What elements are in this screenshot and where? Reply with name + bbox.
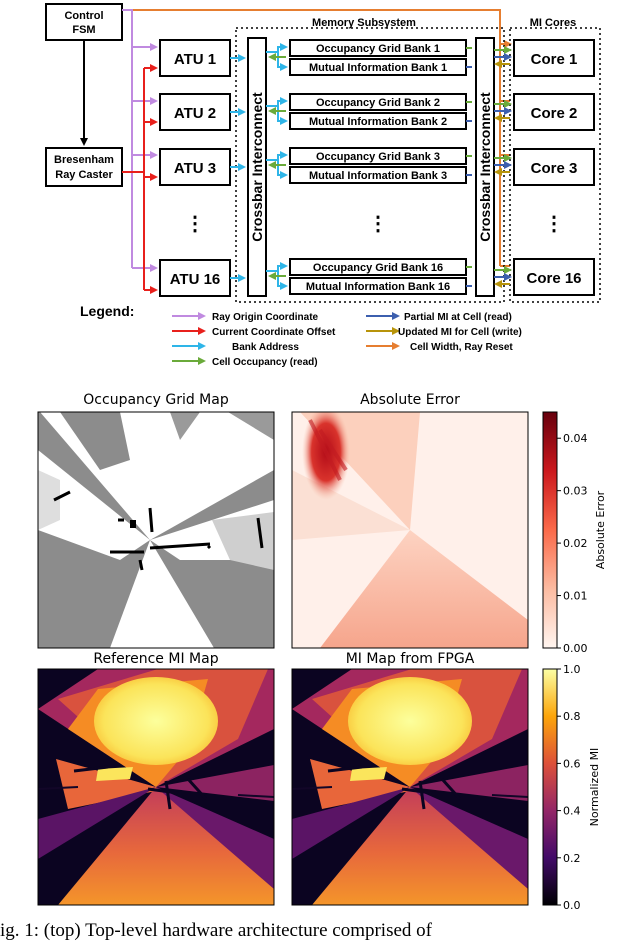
core-2-block	[513, 93, 595, 131]
bank-ellipsis: ⋮	[368, 213, 388, 235]
architecture-diagram: Memory Subsystem MI Cores Control FSM Br…	[45, 3, 601, 368]
atu-2-block	[159, 93, 231, 131]
fpga-mi-image	[292, 669, 528, 905]
legend-partial-mi: Partial MI at Cell (read)	[404, 312, 512, 323]
ray-caster-label-2: Ray Caster	[55, 169, 113, 181]
right-crossbar-label: Crossbar Interconnect	[477, 92, 493, 242]
occupancy-bank-1-label: Occupancy Grid Bank 1	[316, 43, 440, 55]
fpga-mi-panel-title: MI Map from FPGA	[346, 651, 475, 667]
mi-bank-16-label: Mutual Information Bank 16	[306, 281, 450, 293]
mi-bank-3-label: Mutual Information Bank 3	[309, 170, 447, 182]
crossbar-bank-arrows	[266, 43, 288, 290]
fpga-mi-panel-frame	[291, 668, 529, 906]
core-2-label: Core 2	[531, 105, 578, 122]
atu-3-block	[159, 148, 231, 186]
mi-colorbar-tick-label: 0.8	[563, 710, 581, 723]
core-3-label: Core 3	[531, 160, 578, 177]
occupancy-panel-title: Occupancy Grid Map	[83, 392, 229, 408]
coordinate-offset-bus	[122, 64, 158, 294]
mi-colorbar-tick-label: 0.4	[563, 805, 581, 818]
ref-mi-panel-title: Reference MI Map	[93, 651, 218, 667]
legend-title: Legend:	[80, 303, 134, 319]
abs-error-colorbar-tick-label: 0.04	[563, 432, 588, 445]
core-3-block	[513, 148, 595, 186]
mi-bank-2-label: Mutual Information Bank 2	[309, 116, 447, 128]
legend-bank-address: Bank Address	[232, 342, 299, 353]
mi-colorbar-label: Normalized MI	[588, 748, 601, 827]
left-crossbar-label: Crossbar Interconnect	[249, 92, 265, 242]
crossbar-core-arrows	[494, 46, 512, 288]
mi-colorbar-tick-label: 0.6	[563, 757, 581, 770]
mi-bank-1-label: Mutual Information Bank 1	[309, 62, 447, 74]
legend-cell-width: Cell Width, Ray Reset	[410, 342, 513, 353]
figure-caption: ig. 1: (top) Top-level hardware architec…	[0, 920, 432, 941]
mi-cores-title: MI Cores	[530, 17, 576, 29]
mi-colorbar-tick-label: 1.0	[563, 663, 581, 676]
atu-16-label: ATU 16	[170, 271, 221, 288]
core-1-label: Core 1	[531, 51, 578, 68]
atu-2-label: ATU 2	[174, 105, 216, 122]
ray-origin-bus	[122, 9, 158, 272]
abs-error-colorbar-tick-label: 0.02	[563, 537, 588, 550]
abs-error-colorbar	[542, 411, 558, 649]
mi-colorbar	[542, 668, 558, 906]
mi-colorbar-tick-label: 0.2	[563, 852, 581, 865]
core-16-block	[513, 258, 595, 296]
abs-error-panel-frame	[291, 411, 529, 649]
abs-error-colorbar-tick-label: 0.01	[563, 590, 588, 603]
occupancy-bank-2-label: Occupancy Grid Bank 2	[316, 97, 440, 109]
left-crossbar	[247, 37, 267, 297]
core-1-block	[513, 39, 595, 77]
occupancy-panel-frame	[37, 411, 275, 649]
atu-1-block	[159, 39, 231, 77]
core-ellipsis: ⋮	[544, 213, 564, 235]
bank-to-right-crossbar-arrows	[466, 47, 472, 287]
ray-caster-label-1: Bresenham	[54, 154, 114, 166]
core-16-label: Core 16	[526, 270, 581, 287]
ref-mi-image	[38, 669, 274, 905]
legend-offset: Current Coordinate Offset	[212, 327, 336, 338]
control-fsm-label-1: Control	[64, 10, 103, 22]
atu-ellipsis: ⋮	[185, 213, 205, 235]
atu-blocks: ATU 1 ATU 2 ATU 3 ⋮ ATU 16	[159, 39, 231, 297]
mi-cores: Core 1 Core 2 Core 3 ⋮ Core 16	[513, 39, 595, 296]
atu-16-block	[159, 259, 231, 297]
legend-occupancy: Cell Occupancy (read)	[212, 357, 318, 368]
occupancy-bank-3-label: Occupancy Grid Bank 3	[316, 151, 440, 163]
memory-banks: Occupancy Grid Bank 1 Mutual Information…	[289, 39, 467, 295]
abs-error-panel-title: Absolute Error	[360, 392, 460, 408]
atu-3-label: ATU 3	[174, 160, 216, 177]
atu-1-label: ATU 1	[174, 51, 216, 68]
abs-error-colorbar-label: Absolute Error	[594, 490, 607, 569]
ray-caster-block	[45, 147, 123, 187]
legend-updated-mi: Updated MI for Cell (write)	[398, 327, 522, 338]
legend-ray-origin: Ray Origin Coordinate	[212, 312, 319, 323]
memory-subsystem-title: Memory Subsystem	[312, 17, 416, 29]
right-crossbar	[475, 37, 495, 297]
abs-error-colorbar-ticks: 0.00 0.01 0.02 0.03 0.04	[557, 432, 588, 655]
occupancy-bank-16-label: Occupancy Grid Bank 16	[313, 262, 443, 274]
legend: Legend: Ray Origin Coordinate Current Co…	[80, 303, 522, 368]
abs-error-colorbar-tick-label: 0.03	[563, 485, 588, 498]
occupancy-grid-image	[38, 412, 274, 648]
mi-colorbar-tick-label: 0.0	[563, 899, 581, 912]
control-fsm-label-2: FSM	[72, 24, 95, 36]
ref-mi-panel-frame	[37, 668, 275, 906]
abs-error-colorbar-tick-label: 0.00	[563, 642, 588, 655]
mi-colorbar-ticks: 0.0 0.2 0.4 0.6 0.8 1.0	[557, 663, 581, 912]
atu-bank-address-arrows	[230, 54, 246, 282]
abs-error-image	[292, 412, 528, 648]
